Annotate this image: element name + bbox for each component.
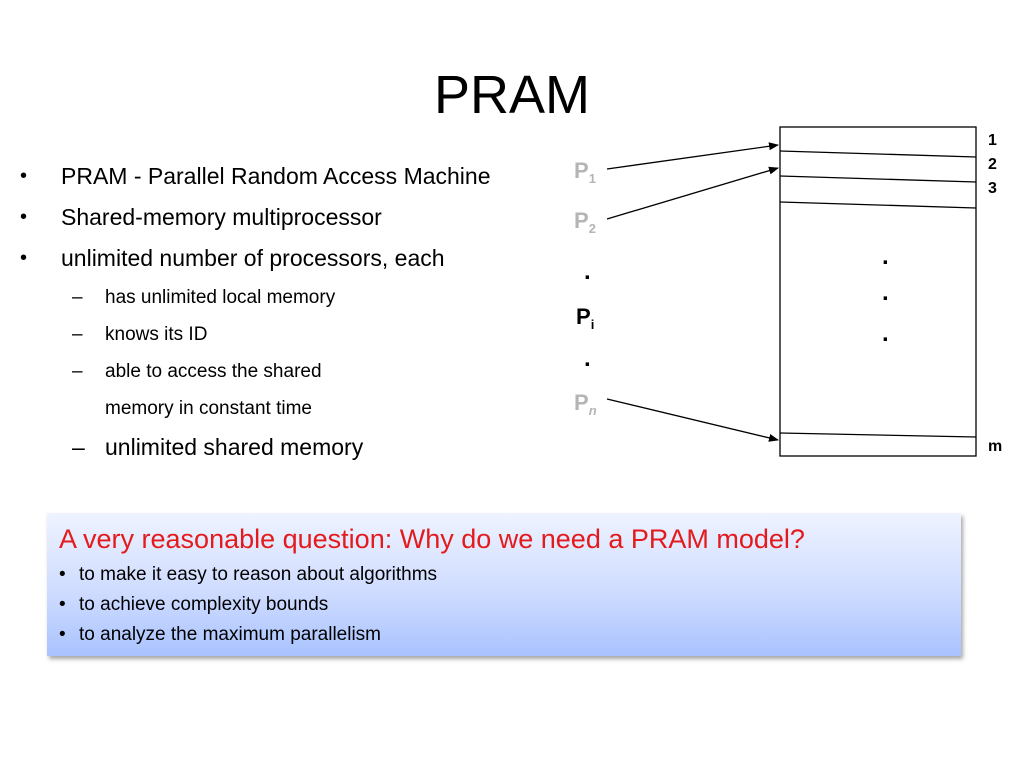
sub-bullet-dash: – [72,434,85,460]
bullet-list: • PRAM - Parallel Random Access Machine … [20,156,560,468]
processor-letter: P [574,390,589,415]
memory-ellipsis-dot: . [882,279,889,306]
callout-point: • to achieve complexity bounds [59,590,939,620]
question-callout: A very reasonable question: Why do we ne… [47,513,961,656]
processor-label-p1: P1 [574,158,596,186]
processor-label-pn: Pn [574,390,597,418]
memory-cell-divider [779,175,977,183]
memory-cell-divider [779,201,977,209]
memory-label: 2 [988,156,997,173]
memory-label: 3 [988,180,997,197]
bullet-item: • Shared-memory multiprocessor [20,197,560,238]
access-arrow-p1 [606,142,779,170]
callout-point-text: to analyze the maximum parallelism [79,624,382,645]
processor-letter: P [574,158,589,183]
sub-bullet-text: able to access the shared [105,361,322,382]
callout-bullet: • [59,624,66,645]
processor-subscript: 1 [589,171,596,186]
processor-subscript: 2 [589,221,596,236]
memory-label: m [988,438,1002,455]
access-arrow-p2 [606,166,779,220]
bullet-text: Shared-memory multiprocessor [61,204,382,230]
callout-point: • to analyze the maximum parallelism [59,620,939,650]
memory-cell-divider [779,432,977,438]
sub-bullet-item: – has unlimited local memory [20,279,560,316]
callout-point-text: to make it easy to reason about algorith… [79,564,438,585]
memory-cell-divider [779,150,977,158]
processor-subscript: n [589,403,597,418]
callout-bullet: • [59,594,66,615]
memory-ellipsis-dot: . [882,320,889,347]
sub-bullet-text: unlimited shared memory [105,434,364,460]
sub-bullet-text: knows its ID [105,324,208,345]
slide-title: PRAM [433,65,590,125]
sub-bullet-item: – unlimited shared memory [20,427,560,468]
memory-ellipsis-dot: . [882,243,889,270]
access-arrow-pn [606,398,779,442]
sub-bullet-item: – able to access the shared [20,353,560,390]
bullet-text: unlimited number of processors, each [61,245,445,271]
bullet-dot: • [20,206,28,228]
processor-ellipsis-dot: . [584,345,591,372]
sub-bullet-dash: – [72,324,83,345]
sub-bullet-continuation: memory in constant time [105,398,312,419]
bullet-item: • unlimited number of processors, each [20,238,560,279]
processor-letter: P [574,208,589,233]
bullet-dot: • [20,247,28,269]
memory-label: 1 [988,132,997,149]
callout-point-text: to achieve complexity bounds [79,594,329,615]
processor-letter: P [576,304,591,329]
processor-ellipsis-dot: . [584,258,591,285]
callout-bullet: • [59,564,66,585]
callout-point: • to make it easy to reason about algorit… [59,560,939,590]
sub-bullet-dash: – [72,361,83,382]
sub-bullet-item: – knows its ID [20,316,560,353]
bullet-item: • PRAM - Parallel Random Access Machine [20,156,560,197]
sub-bullet-dash: – [72,287,83,308]
bullet-text: PRAM - Parallel Random Access Machine [61,163,491,189]
bullet-dot: • [20,165,28,187]
callout-question: A very reasonable question: Why do we ne… [59,524,805,554]
processor-label-pi: Pi [576,304,594,332]
shared-memory-block [779,126,977,457]
processor-subscript: i [591,317,595,332]
sub-bullet-text: has unlimited local memory [105,287,336,308]
processor-label-p2: P2 [574,208,596,236]
